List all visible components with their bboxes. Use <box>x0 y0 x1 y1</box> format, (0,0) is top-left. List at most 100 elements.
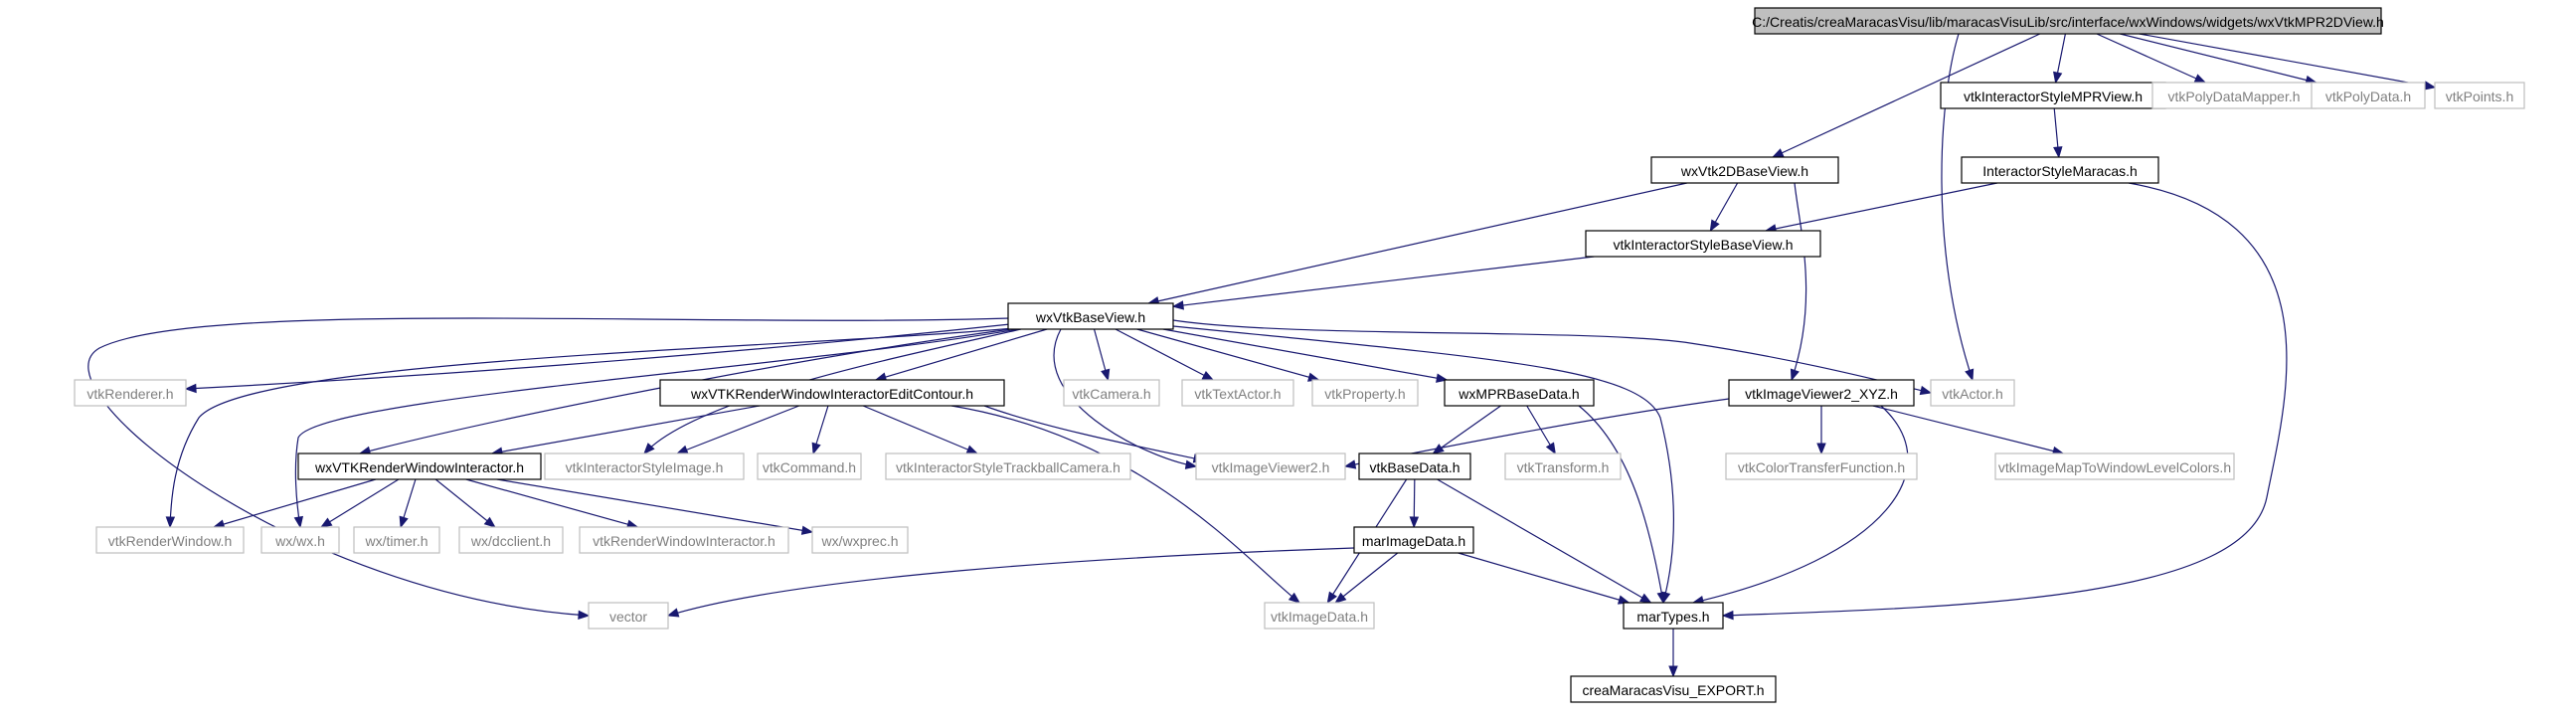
edge-marImageData-to-vtkImageData-arrowhead <box>1334 592 1347 604</box>
edge-wxVTKRenderWindowInteractorEditContour-to-vtkInteractorStyleTrackballCamera <box>862 405 978 454</box>
edge-wxVtk2DBaseView-to-vtkImageViewer2_XYZ-arrowhead <box>1790 368 1800 382</box>
edge-marImageData-to-vtkImageData <box>1334 552 1399 604</box>
node-vtkBaseData[interactable]: vtkBaseData.h <box>1358 452 1471 480</box>
node-box <box>1353 526 1474 554</box>
edge-marImageData-to-vector <box>667 547 1355 617</box>
node-vtkImageData: vtkImageData.h <box>1264 602 1375 630</box>
edge-wxVTKRenderWindowInteractorEditContour-to-vtkInteractorStyleImage-arrowhead <box>675 445 689 454</box>
node-wx_wxprec: wx/wxprec.h <box>811 526 909 554</box>
node-box <box>885 452 1131 480</box>
node-vtkCommand: vtkCommand.h <box>757 452 862 480</box>
header-nodes: C:/Creatis/creaMaracasVisu/lib/maracasVi… <box>74 7 2525 703</box>
node-box <box>1195 452 1346 480</box>
node-box <box>1007 302 1174 330</box>
node-box <box>1961 156 2159 184</box>
edge-root-to-wxVtk2DBaseView <box>1772 33 2041 158</box>
node-box <box>297 452 542 480</box>
edge-wxVtkBaseView-to-wx_wx <box>294 328 1019 528</box>
node-vtkRenderWindowInteractor: vtkRenderWindowInteractor.h <box>579 526 789 554</box>
node-box <box>1650 156 1839 184</box>
node-marImageData[interactable]: marImageData.h <box>1353 526 1474 554</box>
node-box <box>1063 379 1160 407</box>
edge-wxVTKRenderWindowInteractorEditContour-to-wxVTKRenderWindowInteractor <box>491 405 761 454</box>
node-creaMaracasVisu_EXPORT[interactable]: creaMaracasVisu_EXPORT.h <box>1570 675 1777 703</box>
edge-wxMPRBaseData-to-vtkTransform-arrowhead <box>1545 442 1556 455</box>
node-label: wx/timer.h <box>364 533 428 549</box>
node-root[interactable]: C:/Creatis/creaMaracasVisu/lib/maracasVi… <box>1752 7 2384 35</box>
node-vector: vector <box>588 602 669 630</box>
edge-wxVtkBaseView-to-vtkRenderer-arrowhead <box>184 383 197 394</box>
node-vtkInteractorStyleMPRView[interactable]: vtkInteractorStyleMPRView.h <box>1940 82 2166 109</box>
node-label: wx/wx.h <box>274 533 325 549</box>
node-label: creaMaracasVisu_EXPORT.h <box>1582 682 1764 698</box>
node-label: vtkCommand.h <box>763 459 856 475</box>
node-label: vtkProperty.h <box>1324 386 1405 402</box>
edge-vtkImageViewer2_XYZ-to-marTypes <box>1692 405 1909 604</box>
node-label: InteractorStyleMaracas.h <box>1982 163 2138 179</box>
node-box <box>1623 602 1724 630</box>
node-box <box>544 452 745 480</box>
node-vtkActor: vtkActor.h <box>1930 379 2015 407</box>
node-box <box>1940 82 2166 109</box>
node-box <box>1358 452 1471 480</box>
edge-wxVtkBaseView-to-marTypes <box>1172 325 1675 604</box>
node-label: marTypes.h <box>1636 609 1709 625</box>
node-vtkCamera: vtkCamera.h <box>1063 379 1160 407</box>
node-box <box>353 526 440 554</box>
node-label: wx/dcclient.h <box>470 533 551 549</box>
edge-wxVTKRenderWindowInteractorEditContour-to-vtkImageViewer2 <box>983 405 1205 461</box>
node-vtkInteractorStyleBaseView[interactable]: vtkInteractorStyleBaseView.h <box>1585 230 1821 258</box>
node-label: marImageData.h <box>1362 533 1465 549</box>
edge-vtkBaseData-to-vtkImageData-arrowhead <box>1326 591 1337 605</box>
edge-wxVtkBaseView-to-vtkRenderWindow-arrowhead <box>165 516 176 529</box>
edge-wxVtkBaseView-to-vtkRenderWindow <box>169 327 1015 528</box>
node-label: vtkColorTransferFunction.h <box>1738 459 1905 475</box>
node-label: vtkBaseData.h <box>1369 459 1460 475</box>
node-label: vtkImageViewer2.h <box>1212 459 1330 475</box>
node-wxVtkBaseView[interactable]: wxVtkBaseView.h <box>1007 302 1174 330</box>
node-wxVTKRenderWindowInteractorEditContour[interactable]: wxVTKRenderWindowInteractorEditContour.h <box>659 379 1005 407</box>
edge-marImageData-to-vector-arrowhead <box>666 608 680 618</box>
node-label: vtkInteractorStyleMPRView.h <box>1964 89 2143 104</box>
node-box <box>1444 379 1595 407</box>
edge-wxVtk2DBaseView-to-vtkInteractorStyleBaseView-arrowhead <box>1709 219 1720 233</box>
node-label: wxVTKRenderWindowInteractorEditContour.h <box>690 386 973 402</box>
edge-wxMPRBaseData-to-marTypes-arrowhead <box>1656 591 1666 605</box>
edge-wxVtkBaseView-to-vector-arrowhead <box>578 610 591 621</box>
node-label: vtkRenderWindowInteractor.h <box>593 533 775 549</box>
node-label: vtkInteractorStyleTrackballCamera.h <box>896 459 1120 475</box>
edge-vtkImageViewer2_XYZ-to-vtkColorTransferFunction-arrowhead <box>1816 443 1826 455</box>
node-vtkPolyData: vtkPolyData.h <box>2311 82 2426 109</box>
node-box <box>2434 82 2525 109</box>
node-InteractorStyleMaracas[interactable]: InteractorStyleMaracas.h <box>1961 156 2159 184</box>
node-wx_wx: wx/wx.h <box>260 526 340 554</box>
edge-wxVtkBaseView-to-wxVTKRenderWindowInteractorEditContour <box>875 328 1048 381</box>
node-vtkInteractorStyleImage: vtkInteractorStyleImage.h <box>544 452 745 480</box>
node-label: wxMPRBaseData.h <box>1458 386 1579 402</box>
node-marTypes[interactable]: marTypes.h <box>1623 602 1724 630</box>
node-vtkImageViewer2_XYZ[interactable]: vtkImageViewer2_XYZ.h <box>1728 379 1915 407</box>
edge-marTypes-to-creaMaracasVisu_EXPORT-arrowhead <box>1668 665 1678 678</box>
edge-wxVTKRenderWindowInteractor-to-wx_wxprec <box>496 478 813 533</box>
edge-root-to-vtkActor-arrowhead <box>1965 368 1975 382</box>
edge-wxVtkBaseView-to-vtkTextActor-arrowhead <box>1201 370 1215 381</box>
node-wxVtk2DBaseView[interactable]: wxVtk2DBaseView.h <box>1650 156 1839 184</box>
edge-wxVTKRenderWindowInteractor-to-wx_timer-arrowhead <box>399 515 409 529</box>
edge-wxVtk2DBaseView-to-wxVtkBaseView <box>1148 182 1687 304</box>
edge-wxVTKRenderWindowInteractorEditContour-to-vtkImageData-arrowhead <box>1288 592 1301 604</box>
edge-wxVtkBaseView-to-vtkTextActor <box>1115 328 1214 381</box>
node-vtkProperty: vtkProperty.h <box>1311 379 1419 407</box>
node-label: vtkTextActor.h <box>1194 386 1281 402</box>
node-label: vtkPoints.h <box>2446 89 2513 104</box>
node-wxVTKRenderWindowInteractor[interactable]: wxVTKRenderWindowInteractor.h <box>297 452 542 480</box>
edge-wxVtkBaseView-to-vtkActor <box>1172 319 1932 394</box>
node-box <box>579 526 789 554</box>
node-label: vtkInteractorStyleBaseView.h <box>1613 237 1793 253</box>
node-label: C:/Creatis/creaMaracasVisu/lib/maracasVi… <box>1752 14 2384 30</box>
edge-wxVTKRenderWindowInteractor-to-wx_wx-arrowhead <box>319 517 333 528</box>
node-label: vtkImageData.h <box>1271 609 1368 625</box>
node-wxMPRBaseData[interactable]: wxMPRBaseData.h <box>1444 379 1595 407</box>
node-wx_timer: wx/timer.h <box>353 526 440 554</box>
node-vtkImageMapToWindowLevelColors: vtkImageMapToWindowLevelColors.h <box>1994 452 2235 480</box>
